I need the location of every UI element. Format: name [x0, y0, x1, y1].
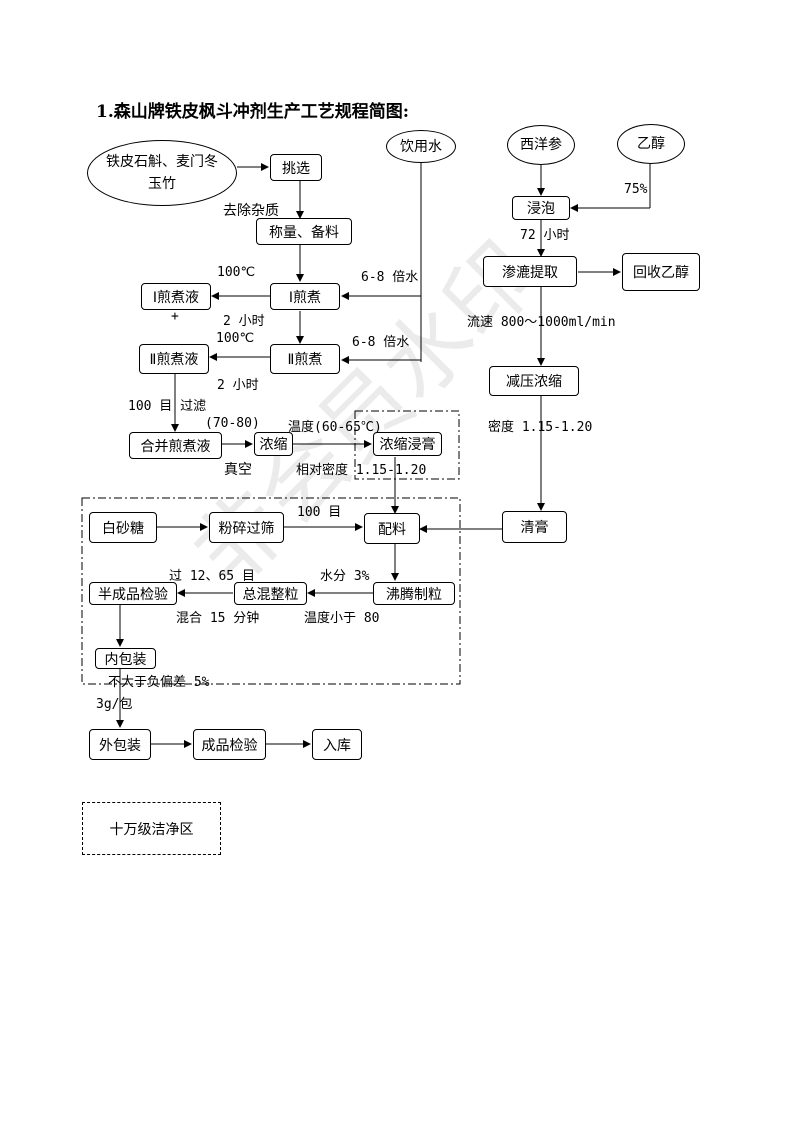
label-hours-2-1: 2 小时 — [223, 314, 265, 329]
label-temp-100-2: 100℃ — [216, 331, 255, 346]
node-ingredients: 配料 — [364, 513, 420, 544]
node-raw-materials: 铁皮石斛、麦门冬 玉竹 — [87, 140, 237, 206]
label-moisture: 水分 3% — [320, 569, 370, 584]
label-temp-100-1: 100℃ — [217, 265, 256, 280]
node-total-blend: 总混整粒 — [234, 582, 307, 605]
clean-zone-boundary — [81, 497, 461, 685]
node-drinking-water: 饮用水 — [386, 130, 456, 163]
label-vacuum: 真空 — [224, 462, 252, 478]
node-semi-product-check: 半成品检验 — [89, 582, 177, 605]
node-vacuum-concentrate: 减压浓缩 — [489, 366, 579, 396]
label-temp-60-65: 温度(60-65℃) — [288, 420, 382, 435]
label-hours-72: 72 小时 — [520, 228, 570, 243]
node-inner-pack: 内包装 — [95, 648, 156, 669]
label-per-bag: 3g/包 — [96, 697, 133, 712]
node-crush-sieve: 粉碎过筛 — [209, 512, 284, 543]
node-storage: 入库 — [312, 729, 362, 760]
node-clear-paste: 清膏 — [502, 511, 567, 543]
label-mesh-100: 100 目 — [297, 505, 342, 520]
legend-clean-zone: 十万级洁净区 — [82, 802, 221, 855]
node-merge-liquid: 合并煎煮液 — [129, 432, 222, 459]
node-fluid-granulation: 沸腾制粒 — [373, 582, 455, 605]
node-concentrate: 浓缩 — [254, 432, 293, 456]
node-select: 挑选 — [270, 154, 322, 181]
label-deviation: 不大于负偏差 5% — [108, 675, 210, 690]
node-soak: 浸泡 — [512, 196, 570, 220]
node-white-sugar: 白砂糖 — [89, 512, 157, 543]
label-density: 密度 1.15-1.20 — [488, 420, 593, 435]
label-temp-below-80: 温度小于 80 — [304, 611, 380, 626]
label-75-percent: 75% — [624, 182, 648, 197]
label-mesh-filter: 100 目 过滤 — [128, 399, 207, 414]
label-range-70-80: (70-80) — [205, 416, 260, 431]
node-percolate: 渗漉提取 — [483, 256, 577, 287]
label-plus: + — [171, 309, 179, 324]
clean-zone-boundary-extract — [354, 410, 460, 480]
node-decoct-1: Ⅰ煎煮 — [270, 283, 340, 310]
diagram-title: 1.森山牌铁皮枫斗冲剂生产工艺规程简图: — [96, 102, 410, 122]
node-weigh: 称量、备料 — [256, 218, 352, 245]
node-american-ginseng: 西洋参 — [507, 125, 575, 165]
label-flow-rate: 流速 800～1000ml/min — [467, 315, 616, 330]
node-decoct-liquid-1: Ⅰ煎煮液 — [141, 283, 211, 310]
node-outer-pack: 外包装 — [89, 729, 151, 760]
node-recover-ethanol: 回收乙醇 — [622, 253, 700, 291]
label-relative-density: 相对密度 1.15-1.20 — [296, 463, 427, 478]
label-remove-impurity: 去除杂质 — [223, 203, 279, 219]
node-decoct-2: Ⅱ煎煮 — [270, 344, 340, 374]
label-water-ratio-2: 6-8 倍水 — [352, 335, 410, 350]
node-final-check: 成品检验 — [193, 729, 266, 760]
label-mix-15-min: 混合 15 分钟 — [176, 611, 260, 626]
label-hours-2-2: 2 小时 — [217, 378, 259, 393]
node-ethanol: 乙醇 — [617, 124, 685, 164]
label-mesh-12-65: 过 12、65 目 — [169, 569, 255, 584]
label-water-ratio-1: 6-8 倍水 — [361, 270, 419, 285]
node-concentrated-extract: 浓缩浸膏 — [373, 432, 442, 456]
node-decoct-liquid-2: Ⅱ煎煮液 — [139, 344, 209, 374]
